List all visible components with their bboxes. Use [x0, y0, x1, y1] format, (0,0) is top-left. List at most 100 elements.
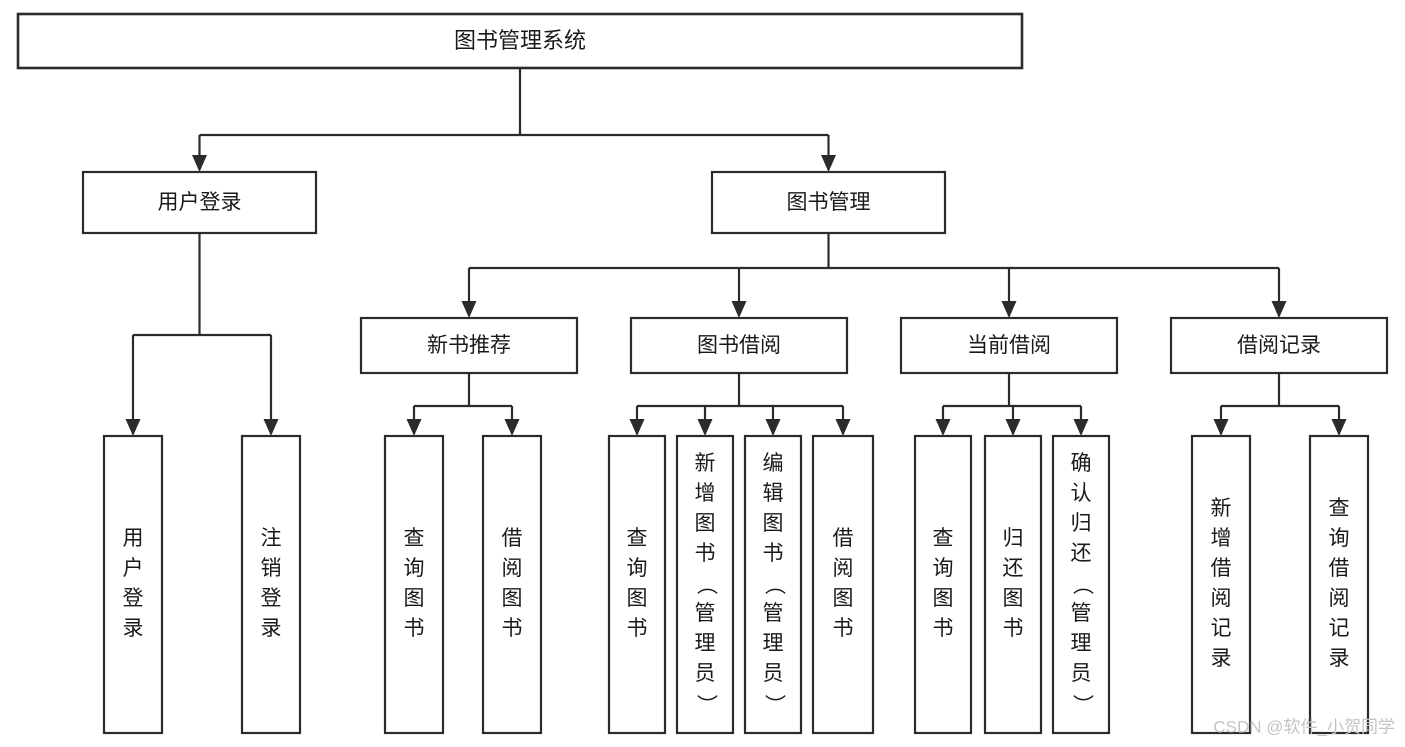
- node-label-user-login: 用户登录: [158, 191, 242, 214]
- svg-text:增: 增: [695, 482, 716, 505]
- arrow-head-leaf-user-logout: [263, 419, 279, 436]
- node-box-new-book-recommend[interactable]: [359, 316, 579, 375]
- node-box-leaf-return-book[interactable]: [983, 434, 1043, 735]
- node-box-leaf-add-book[interactable]: [675, 434, 735, 735]
- node-box-current-borrow[interactable]: [899, 316, 1119, 375]
- node-box-leaf-borrow-book-1[interactable]: [481, 434, 543, 735]
- svg-text:借: 借: [502, 527, 523, 550]
- svg-text:（: （: [762, 574, 785, 595]
- svg-text:管: 管: [695, 602, 716, 625]
- svg-text:图: 图: [833, 587, 854, 610]
- svg-text:阅: 阅: [502, 557, 523, 580]
- svg-text:询: 询: [1329, 527, 1350, 550]
- svg-text:图: 图: [695, 512, 716, 535]
- arrow-head-leaf-borrow-book-2: [835, 419, 851, 436]
- svg-text:书: 书: [833, 617, 854, 640]
- svg-text:图: 图: [763, 512, 784, 535]
- arrow-head-leaf-add-book: [697, 419, 713, 436]
- node-box-book-manage[interactable]: [710, 170, 947, 235]
- arrow-head-leaf-return-book: [1005, 419, 1021, 436]
- svg-text:员: 员: [1071, 662, 1092, 685]
- arrow-head-leaf-query-book-2: [629, 419, 645, 436]
- arrow-head-leaf-confirm-return: [1073, 419, 1089, 436]
- node-box-leaf-query-borrow-record[interactable]: [1308, 434, 1370, 735]
- svg-text:书: 书: [763, 542, 784, 565]
- svg-text:理: 理: [695, 632, 716, 655]
- svg-text:询: 询: [404, 557, 425, 580]
- node-label-leaf-user-login: 用户登录: [123, 527, 144, 640]
- arrow-head-book-manage: [821, 155, 836, 172]
- svg-text:编: 编: [763, 452, 784, 475]
- node-box-root[interactable]: [16, 12, 1024, 70]
- svg-text:录: 录: [1211, 647, 1232, 670]
- arrow-head-leaf-edit-book: [765, 419, 781, 436]
- csdn-watermark: CSDN @软件_小贺同学: [1213, 717, 1395, 736]
- node-label-book-borrow: 图书借阅: [697, 334, 781, 357]
- svg-text:归: 归: [1071, 512, 1092, 535]
- svg-text:查: 查: [933, 527, 954, 550]
- svg-text:理: 理: [763, 632, 784, 655]
- svg-text:书: 书: [1003, 617, 1024, 640]
- svg-text:新: 新: [1211, 497, 1232, 520]
- node-box-leaf-user-login[interactable]: [102, 434, 164, 735]
- svg-text:书: 书: [933, 617, 954, 640]
- node-box-borrow-record[interactable]: [1169, 316, 1389, 375]
- svg-text:图: 图: [627, 587, 648, 610]
- svg-text:借: 借: [833, 527, 854, 550]
- svg-text:登: 登: [261, 587, 282, 610]
- connector-layer: [125, 68, 1347, 436]
- arrow-head-leaf-add-borrow-record: [1213, 419, 1229, 436]
- node-box-leaf-query-book-2[interactable]: [607, 434, 667, 735]
- arrow-head-borrow-record: [1271, 301, 1287, 318]
- svg-text:书: 书: [404, 617, 425, 640]
- svg-text:录: 录: [123, 617, 144, 640]
- svg-text:归: 归: [1003, 527, 1024, 550]
- arrow-head-leaf-query-book-3: [935, 419, 951, 436]
- svg-text:图: 图: [502, 587, 523, 610]
- svg-text:书: 书: [502, 617, 523, 640]
- arrow-head-new-book-recommend: [461, 301, 477, 318]
- svg-text:员: 员: [695, 662, 716, 685]
- node-box-leaf-confirm-return[interactable]: [1051, 434, 1111, 735]
- svg-text:阅: 阅: [833, 557, 854, 580]
- arrow-head-leaf-user-login: [125, 419, 141, 436]
- node-box-user-login[interactable]: [81, 170, 318, 235]
- arrow-head-leaf-query-book-1: [406, 419, 422, 436]
- node-label-borrow-record: 借阅记录: [1237, 334, 1321, 357]
- node-box-leaf-user-logout[interactable]: [240, 434, 302, 735]
- node-box-leaf-query-book-3[interactable]: [913, 434, 973, 735]
- svg-text:还: 还: [1071, 542, 1092, 565]
- node-box-leaf-add-borrow-record[interactable]: [1190, 434, 1252, 735]
- node-label-root: 图书管理系统: [454, 28, 586, 53]
- svg-text:录: 录: [261, 617, 282, 640]
- svg-text:销: 销: [261, 557, 282, 580]
- node-box-leaf-borrow-book-2[interactable]: [811, 434, 875, 735]
- svg-text:户: 户: [123, 557, 144, 580]
- node-label-book-manage: 图书管理: [787, 191, 871, 214]
- svg-text:图: 图: [404, 587, 425, 610]
- svg-text:登: 登: [123, 587, 144, 610]
- svg-text:辑: 辑: [763, 482, 784, 505]
- svg-text:记: 记: [1211, 617, 1232, 640]
- svg-text:）: ）: [694, 694, 717, 715]
- svg-text:（: （: [694, 574, 717, 595]
- svg-text:（: （: [1070, 574, 1093, 595]
- svg-text:增: 增: [1211, 527, 1232, 550]
- node-box-leaf-query-book-1[interactable]: [383, 434, 445, 735]
- arrow-head-leaf-borrow-book-1: [504, 419, 520, 436]
- node-box-book-borrow[interactable]: [629, 316, 849, 375]
- node-box-leaf-edit-book[interactable]: [743, 434, 803, 735]
- arrow-head-book-borrow: [731, 301, 747, 318]
- svg-text:图: 图: [1003, 587, 1024, 610]
- svg-text:书: 书: [627, 617, 648, 640]
- svg-text:员: 员: [763, 662, 784, 685]
- svg-text:阅: 阅: [1329, 587, 1350, 610]
